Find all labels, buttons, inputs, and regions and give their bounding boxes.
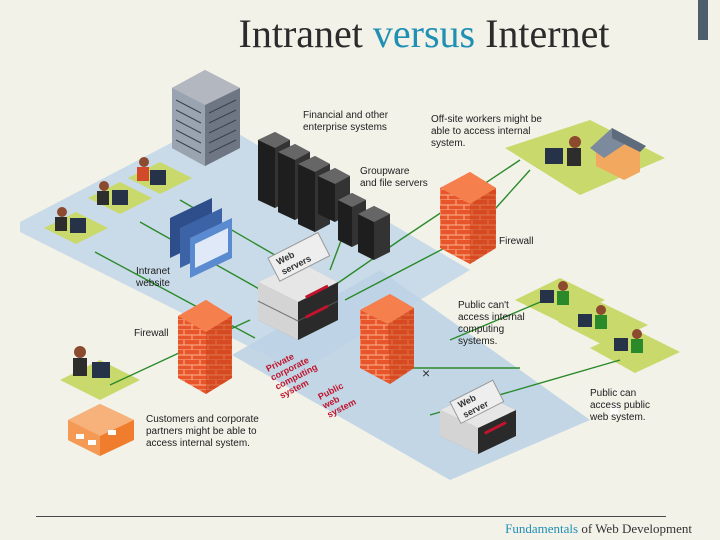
firewall-right-label: Firewall xyxy=(499,236,533,247)
intranet-label-2: website xyxy=(135,278,170,289)
page-title: Intranet versus Internet xyxy=(0,10,720,57)
footer-part1: Fundamentals xyxy=(505,521,579,536)
offsite-label-2: able to access internal xyxy=(431,126,531,137)
firewall-middle xyxy=(360,294,414,384)
public-cant-label-4: systems. xyxy=(458,336,497,347)
svg-text:×: × xyxy=(422,365,430,381)
title-part1: Intranet xyxy=(238,11,363,56)
public-web-server: Web server xyxy=(440,379,516,454)
public-can-label-1: Public can xyxy=(590,388,636,399)
public-cant-label-1: Public can't xyxy=(458,300,509,311)
intranet-web-servers: Web servers xyxy=(257,231,339,340)
firewall-left xyxy=(178,300,232,394)
offsite-label-1: Off-site workers might be xyxy=(431,114,542,125)
groupware-label-2: and file servers xyxy=(360,178,428,189)
groupware-label-1: Groupware xyxy=(360,166,410,177)
offsite-house xyxy=(590,128,646,418)
enterprise-servers xyxy=(258,132,350,232)
public-can-label-3: web system. xyxy=(589,412,646,423)
footer-divider xyxy=(36,516,666,517)
office-building xyxy=(172,70,240,166)
slide-accent-bar xyxy=(698,0,708,40)
customers-label-1: Customers and corporate xyxy=(146,414,259,425)
public-cant-label-2: access internal xyxy=(458,312,525,323)
offsite-label-3: system. xyxy=(431,138,465,149)
public-can-label-2: access public xyxy=(590,400,650,411)
financial-label-1: Financial and other xyxy=(303,110,389,121)
customer-building xyxy=(68,404,134,456)
financial-label-2: enterprise systems xyxy=(303,122,387,133)
firewall-top-right xyxy=(440,172,496,264)
customers-label-3: access internal system. xyxy=(146,438,250,449)
title-part3: Internet xyxy=(485,11,610,56)
footer-text: Fundamentals of Web Development xyxy=(505,521,692,537)
groupware-servers xyxy=(338,193,390,260)
footer-part2: of Web Development xyxy=(581,521,692,536)
workstations xyxy=(55,136,643,378)
public-cant-label-3: computing xyxy=(458,324,504,335)
intranet-label-1: Intranet xyxy=(136,266,170,277)
intranet-website-screens xyxy=(170,198,232,278)
firewall-left-label: Firewall xyxy=(134,328,168,339)
title-part2: versus xyxy=(372,11,476,56)
customers-label-2: partners might be able to xyxy=(146,426,257,437)
